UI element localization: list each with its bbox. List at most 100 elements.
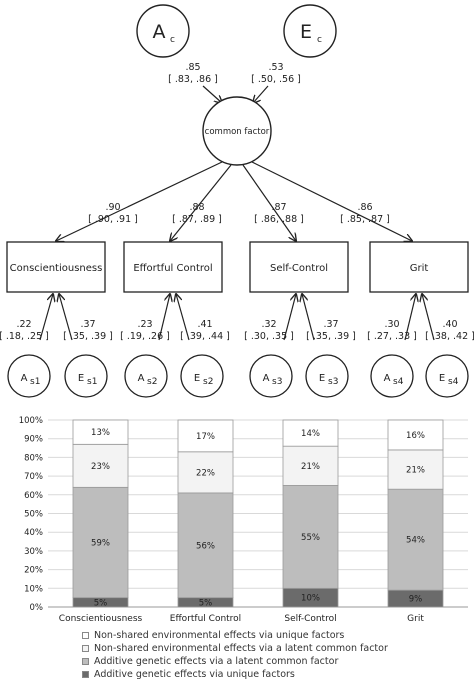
unique-a4-value: .30 [384, 319, 399, 330]
y-tick-label: 100% [19, 416, 43, 426]
latent-es4-circle [425, 354, 469, 398]
legend-label: Non-shared environmental effects via a l… [94, 643, 388, 654]
loading-ec-ci: [ .50, .56 ] [251, 74, 301, 85]
unique-a4-ci: [ .27, .33 ] [367, 331, 417, 342]
latent-as4-circle [370, 354, 414, 398]
arrow-as2 [158, 294, 170, 341]
latent-as2-label: A [138, 373, 145, 384]
latent-ac-sub: c [170, 35, 175, 45]
bar-segment [387, 419, 444, 451]
legend-swatch [82, 658, 89, 665]
x-tick-label: Effortful Control [170, 614, 241, 624]
bar-data-label: 22% [196, 468, 215, 478]
factor-loading-4-ci: [ .85, .87 ] [340, 214, 390, 225]
latent-ec-label: E [300, 21, 312, 43]
unique-a2-ci: [ .19, .26 ] [120, 331, 170, 342]
observed-box-effortful-control [123, 241, 223, 293]
bar-data-label: 21% [406, 466, 425, 476]
unique-a3-ci: [ .30, .35 ] [244, 331, 294, 342]
y-tick-label: 40% [24, 528, 43, 538]
latent-es3-sub: s3 [328, 377, 338, 387]
factor-loading-1-ci: [ .90, .91 ] [88, 214, 138, 225]
arrow-ec-to-common [253, 85, 269, 103]
bar-data-label: 10% [301, 594, 320, 604]
x-tick-label: Self-Control [284, 614, 336, 624]
legend-swatch [82, 671, 89, 678]
unique-e1-value: .37 [80, 319, 95, 330]
observed-label-grit: Grit [410, 263, 429, 274]
bar-data-label: 21% [301, 462, 320, 472]
chart-legend: Non-shared environmental effects via uni… [82, 629, 462, 681]
y-tick-label: 10% [24, 584, 43, 594]
latent-as1-sub: s1 [30, 377, 40, 387]
arrow-common-to-conscientiousness [56, 161, 223, 241]
factor-loading-3-ci: [ .86, .88 ] [254, 214, 304, 225]
y-tick-label: 0% [30, 603, 44, 613]
arrow-as3 [283, 294, 296, 341]
latent-ac-circle [136, 4, 190, 58]
unique-e2-ci: [ .39, .44 ] [180, 331, 230, 342]
bar-data-label: 9% [409, 595, 423, 605]
latent-es2-sub: s2 [203, 377, 213, 387]
bar-data-label: 54% [406, 536, 425, 546]
bar-data-label: 14% [301, 429, 320, 439]
bar-data-label: 5% [199, 598, 213, 608]
bar-segment [177, 492, 234, 599]
legend-item: Additive genetic effects via unique fact… [82, 668, 462, 681]
latent-es1-label: E [78, 373, 84, 384]
latent-as1-label: A [21, 373, 28, 384]
latent-as3-circle [249, 354, 293, 398]
stacked-bar-chart: 0%10%20%30%40%50%60%70%80%90%100% 5%59%2… [19, 416, 468, 624]
common-factor-label: common factor [205, 127, 270, 137]
legend-label: Non-shared environmental effects via uni… [94, 630, 345, 641]
common-factor-circle [202, 96, 272, 166]
arrow-common-to-grit [251, 161, 412, 241]
unique-a3-value: .32 [261, 319, 276, 330]
arrow-es4 [422, 294, 435, 341]
bar-segment [177, 419, 234, 453]
bar-segment [282, 445, 339, 486]
unique-e3-value: .37 [323, 319, 338, 330]
observed-label-self-control: Self-Control [270, 263, 328, 274]
observed-box-conscientiousness [6, 241, 106, 293]
unique-e3-ci: [ .35, .39 ] [306, 331, 356, 342]
latent-as4-label: A [384, 373, 391, 384]
chart-bars: 5%59%23%13%5%56%22%17%10%55%21%14%9%54%2… [72, 419, 444, 608]
bar-segment [282, 485, 339, 589]
unique-e1-ci: [ .35, .39 ] [63, 331, 113, 342]
unique-a1-ci: [ .18, .25 ] [0, 331, 49, 342]
arrow-es1 [59, 294, 73, 341]
observed-box-self-control [249, 241, 349, 293]
legend-swatch [82, 632, 89, 639]
latent-es2-circle [180, 354, 224, 398]
path-diagram: A c E c .85 [ .83, .86 ] .53 [ .50, .56 … [0, 4, 474, 398]
bar-segment [387, 488, 444, 591]
bar-data-label: 17% [196, 432, 215, 442]
legend-item: Non-shared environmental effects via uni… [82, 629, 462, 642]
legend-item: Non-shared environmental effects via a l… [82, 642, 462, 655]
unique-a1-value: .22 [16, 319, 31, 330]
arrow-as4 [404, 294, 416, 341]
bar-data-label: 59% [91, 538, 110, 548]
bar-segment [282, 419, 339, 447]
arrow-common-to-effortful [170, 164, 232, 241]
legend-label: Additive genetic effects via a latent co… [94, 656, 339, 667]
arrow-ac-to-common [202, 85, 222, 103]
latent-as2-circle [124, 354, 168, 398]
factor-loading-4-value: .86 [357, 202, 372, 213]
latent-es2-label: E [194, 373, 200, 384]
latent-ac-label: A [153, 21, 166, 43]
y-tick-label: 50% [24, 510, 43, 520]
bar-segment [177, 451, 234, 494]
y-tick-label: 90% [24, 435, 43, 445]
latent-ec-circle [283, 4, 337, 58]
loading-ac-ci: [ .83, .86 ] [168, 74, 218, 85]
chart-y-ticks: 0%10%20%30%40%50%60%70%80%90%100% [19, 416, 43, 613]
latent-es1-sub: s1 [87, 377, 97, 387]
y-tick-label: 80% [24, 453, 43, 463]
latent-es1-circle [64, 354, 108, 398]
latent-as2-sub: s2 [147, 377, 157, 387]
loading-ec-value: .53 [268, 62, 283, 73]
